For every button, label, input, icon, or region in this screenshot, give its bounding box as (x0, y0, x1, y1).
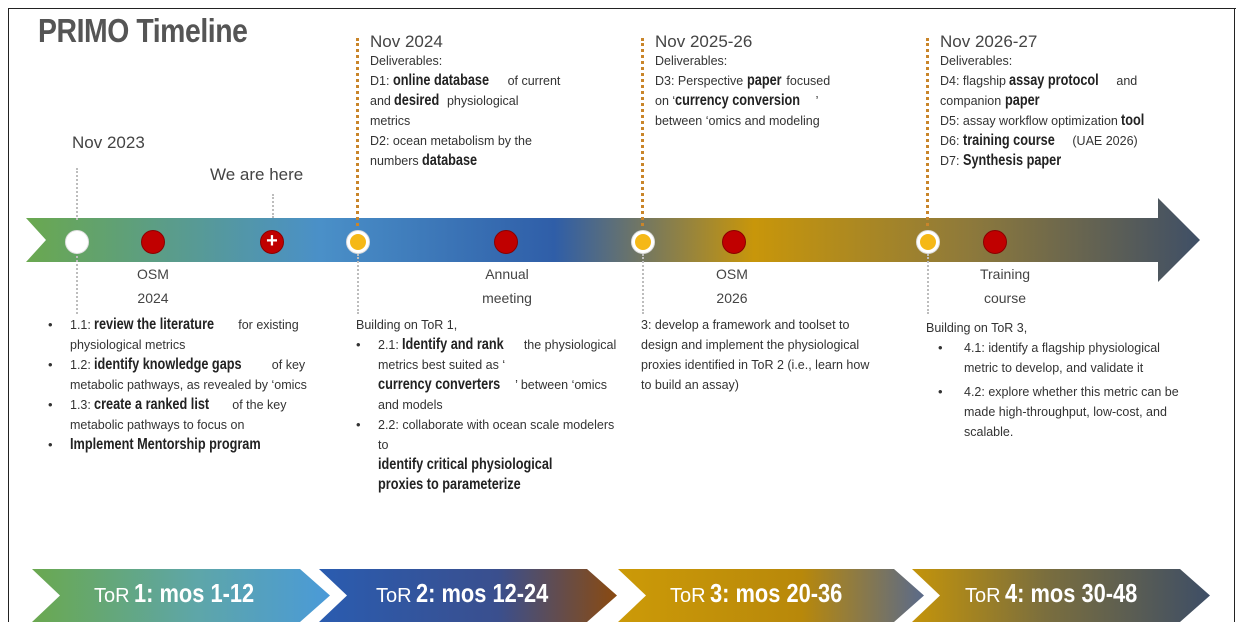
nov2023-label: Nov 2023 (72, 133, 145, 152)
training-course-label: Training course (979, 266, 1031, 306)
nov2026-marker (917, 231, 939, 253)
list-item: 2.2: collaborate with ocean scale modele… (356, 415, 620, 495)
frame-right-border (1234, 8, 1235, 622)
tor4-chevron (912, 569, 1210, 622)
training-course-marker (983, 230, 1007, 254)
list-item: 4.2: explore whether this metric can be … (926, 382, 1188, 442)
tor1-tasks: 1.1: review the literature for existing … (48, 315, 328, 455)
osm2026-marker (722, 230, 746, 254)
list-item: Implement Mentorship program (48, 435, 328, 455)
tor2-chevron (319, 569, 617, 622)
connector-tor4 (927, 254, 929, 314)
nov2024-marker (347, 231, 369, 253)
page-title: PRIMO Timeline (38, 12, 248, 49)
connector-nov2025 (641, 38, 644, 226)
osm2026-label: OSM 2026 (716, 266, 748, 306)
tor4-tasks: Building on ToR 3, 4.1: identify a flags… (926, 318, 1188, 442)
connector-tor3 (642, 254, 644, 314)
tor-chevrons (32, 569, 1210, 622)
tor2-tasks: Building on ToR 1, 2.1: Identify and ran… (356, 315, 620, 495)
we-are-here-marker: + (260, 230, 284, 254)
list-item: 1.1: review the literature for existing … (48, 315, 328, 355)
connector-nov2024 (356, 38, 359, 226)
frame-top-border (8, 8, 1236, 9)
tor1-chevron (32, 569, 330, 622)
deliverables-nov2024: Nov 2024 Deliverables: D1: online databa… (370, 32, 561, 169)
connector-here (272, 194, 274, 218)
we-are-here-label: We are here (210, 165, 304, 184)
connector-tor2 (357, 254, 359, 314)
annual-meeting-label: Annual meeting (482, 266, 532, 306)
deliverables-nov2025: Nov 2025-26 Deliverables: D3: Perspectiv… (655, 32, 831, 128)
frame-left-border (8, 8, 9, 622)
tor3-tasks: 3: develop a framework and toolset to de… (641, 318, 870, 392)
list-item: 4.1: identify a flagship physiological m… (926, 338, 1188, 378)
nov2025-marker (632, 231, 654, 253)
start-marker (65, 230, 89, 254)
list-item: 1.3: create a ranked list of the key met… (48, 395, 328, 435)
tor3-chevron (618, 569, 924, 622)
annual-meeting-marker (494, 230, 518, 254)
list-item: 1.2: identify knowledge gaps of key meta… (48, 355, 328, 395)
deliverables-nov2026: Nov 2026-27 Deliverables: D4: flagship a… (940, 32, 1145, 169)
timeline-arrow (26, 198, 1200, 282)
connector-tor1 (76, 252, 78, 314)
connector-nov2026 (926, 38, 929, 226)
osm2024-marker (141, 230, 165, 254)
connector-nov2023 (76, 168, 78, 220)
list-item: 2.1: Identify and rank the physiological… (356, 335, 620, 415)
osm2024-label: OSM 2024 (137, 266, 169, 306)
